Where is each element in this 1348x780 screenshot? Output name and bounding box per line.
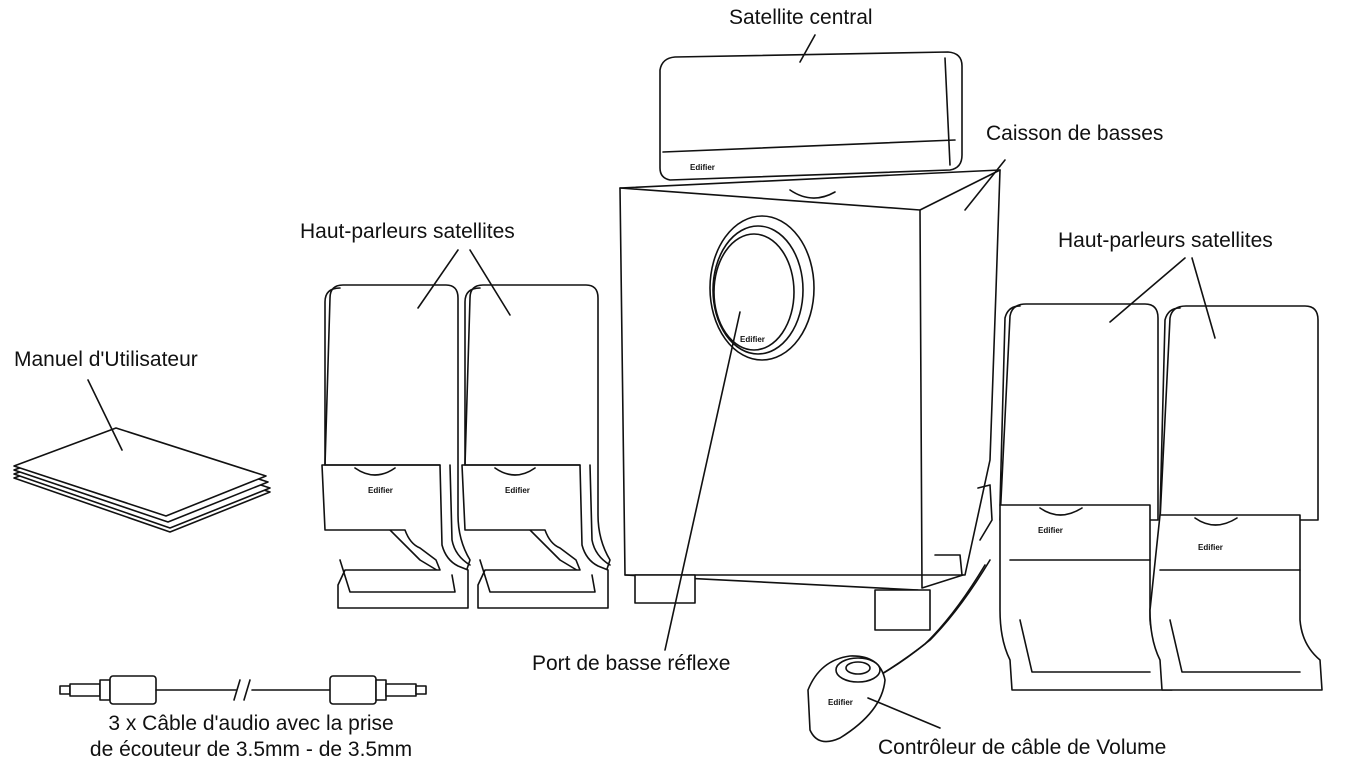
leader-lines bbox=[87, 34, 1216, 729]
user-manual-icon bbox=[13, 427, 271, 533]
brand-label: Edifier bbox=[828, 698, 853, 707]
cable-label-line2: de écouteur de 3.5mm - de 3.5mm bbox=[89, 738, 413, 761]
brand-label: Edifier bbox=[505, 486, 530, 495]
subwoofer-label: Caisson de basses bbox=[986, 122, 1164, 145]
satellite-speaker-icon: Edifier bbox=[461, 284, 611, 609]
cable-label-line1: 3 x Câble d'audio avec la prise bbox=[108, 712, 394, 735]
brand-label: Edifier bbox=[368, 486, 393, 495]
satellite-speaker-icon: Edifier bbox=[1149, 305, 1323, 691]
center-speaker-icon: Edifier bbox=[659, 51, 963, 181]
brand-label: Edifier bbox=[1038, 526, 1063, 535]
bass-port-label: Port de basse réflexe bbox=[532, 652, 731, 675]
subwoofer-icon: Edifier bbox=[619, 169, 1001, 631]
brand-label: Edifier bbox=[740, 335, 765, 344]
left-satellites-label: Haut-parleurs satellites bbox=[300, 220, 515, 243]
manual-label: Manuel d'Utilisateur bbox=[14, 348, 198, 371]
brand-label: Edifier bbox=[1198, 543, 1223, 552]
volume-controller-icon: Edifier bbox=[807, 559, 991, 743]
center-satellite-label: Satellite central bbox=[729, 6, 873, 29]
audio-cable-icon bbox=[59, 675, 427, 705]
satellite-speaker-icon: Edifier bbox=[999, 303, 1173, 691]
right-satellites-label: Haut-parleurs satellites bbox=[1058, 229, 1273, 252]
brand-label: Edifier bbox=[690, 163, 715, 172]
satellite-speaker-icon: Edifier bbox=[321, 284, 471, 609]
volume-controller-label: Contrôleur de câble de Volume bbox=[878, 736, 1167, 759]
